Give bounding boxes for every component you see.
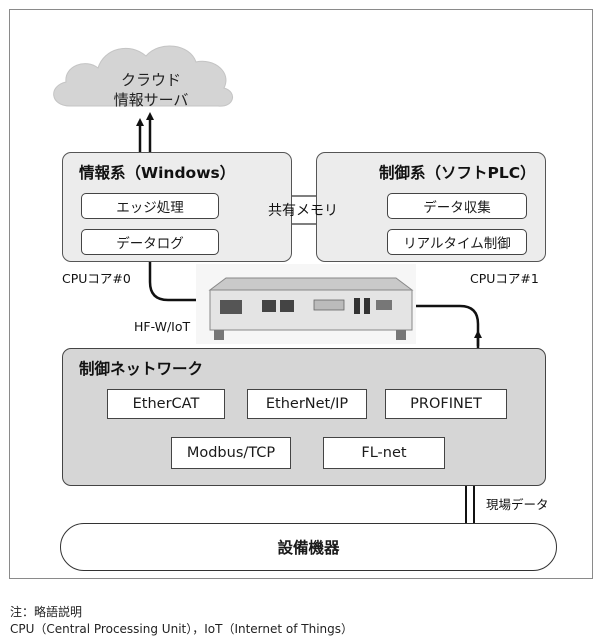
field-data-label: 現場データ — [486, 497, 549, 512]
info-to-device-line — [148, 262, 210, 304]
diagram-frame — [9, 9, 593, 579]
equipment-box: 設備機器 — [60, 523, 557, 571]
note-title: 注：略語説明 — [10, 605, 83, 619]
hfw-iot-device-image — [196, 264, 416, 344]
shared-memory-label: 共有メモリ — [268, 203, 338, 219]
note-abbreviations: CPU（Central Processing Unit），IoT（Interne… — [10, 622, 354, 636]
protocol-ethercat: EtherCAT — [107, 389, 225, 419]
device-to-network-line — [412, 304, 480, 346]
cloud-line-1: クラウド — [120, 71, 181, 89]
control-system-title: 制御系（ソフトPLC） — [379, 164, 536, 182]
cpu-core-1-label: CPUコア#1 — [470, 271, 539, 286]
cloud-line-2: 情報サーバ — [113, 91, 189, 109]
data-log-item: データログ — [81, 229, 219, 255]
protocol-ethernet-ip: EtherNet/IP — [247, 389, 367, 419]
control-network-box: 制御ネットワーク EtherCAT EtherNet/IP PROFINET M… — [62, 348, 546, 486]
cloud-shape — [53, 45, 233, 107]
protocol-modbus-tcp: Modbus/TCP — [171, 437, 291, 469]
cloud-label: クラウド 情報サーバ — [96, 70, 206, 110]
realtime-control-item: リアルタイム制御 — [387, 229, 527, 255]
info-system-box: 情報系（Windows） エッジ処理 データログ — [62, 152, 292, 262]
protocol-fl-net: FL-net — [323, 437, 445, 469]
control-network-title: 制御ネットワーク — [79, 360, 204, 378]
device-label: HF-W/IoT — [134, 319, 191, 334]
edge-processing-item: エッジ処理 — [81, 193, 219, 219]
control-system-box: 制御系（ソフトPLC） データ収集 リアルタイム制御 — [316, 152, 546, 262]
protocol-profinet: PROFINET — [385, 389, 507, 419]
info-system-title: 情報系（Windows） — [79, 164, 236, 182]
data-collection-item: データ収集 — [387, 193, 527, 219]
cpu-core-0-label: CPUコア#0 — [62, 271, 131, 286]
